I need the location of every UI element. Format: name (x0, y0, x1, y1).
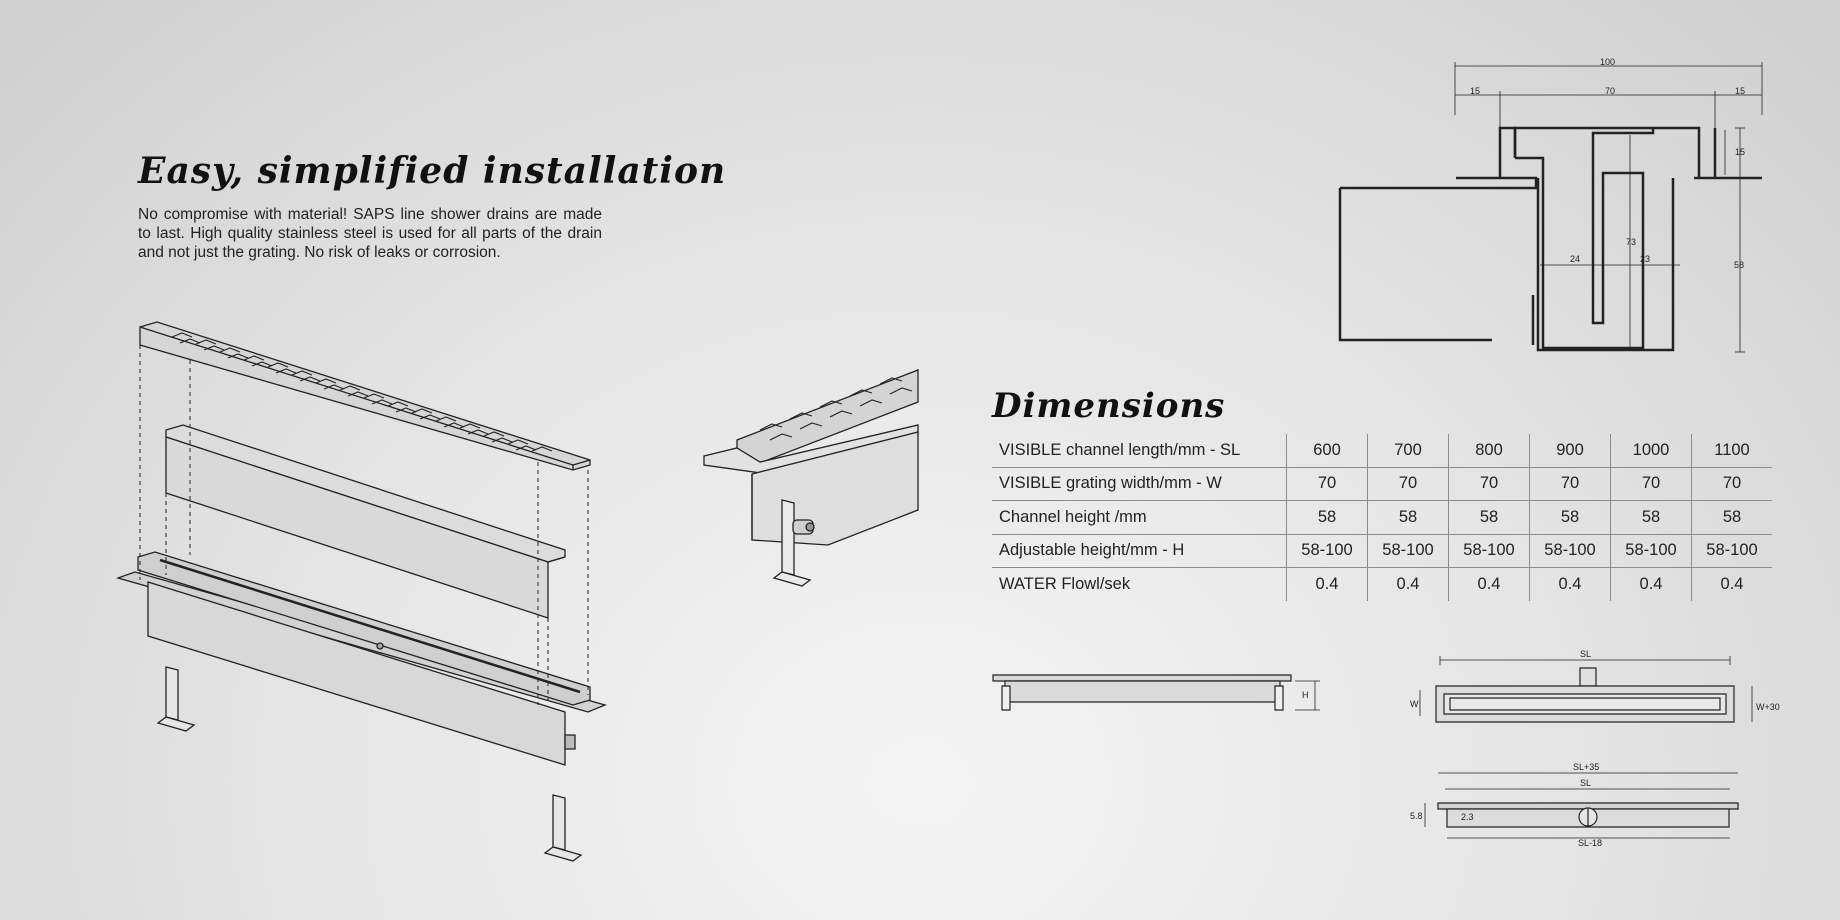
row-label: Adjustable height/mm - H (992, 534, 1287, 568)
table-row: VISIBLE channel length/mm - SL 600 700 8… (992, 434, 1772, 468)
table-cell: 58-100 (1610, 534, 1692, 568)
table-cell: 900 (1529, 434, 1611, 468)
dim-bottom-sl35: SL+35 (1573, 762, 1599, 772)
table-cell: 70 (1691, 467, 1772, 501)
installation-title: Easy, simplified installation (138, 150, 727, 192)
table-row: VISIBLE grating width/mm - W 70 70 70 70… (992, 467, 1772, 501)
table-cell: 58 (1529, 500, 1611, 535)
row-label: VISIBLE channel length/mm - SL (992, 434, 1287, 468)
table-cell: 1100 (1691, 434, 1772, 468)
table-cell: 58-100 (1691, 534, 1772, 568)
mounting-bracket-right (545, 795, 581, 861)
table-cell: 58-100 (1529, 534, 1611, 568)
dim-bottom-23: 2.3 (1461, 812, 1474, 822)
table-cell: 700 (1367, 434, 1449, 468)
row-label: WATER Flowl/sek (999, 574, 1131, 593)
table-row: WATER Flowl/sek 0.4 0.4 0.4 0.4 0.4 0.4 (992, 567, 1772, 601)
table-cell: 0.4 (1610, 567, 1692, 601)
table-cell: 58 (1286, 500, 1368, 535)
dimensions-table: VISIBLE channel length/mm - SL 600 700 8… (992, 434, 1772, 601)
row-label: Channel height /mm (992, 500, 1287, 535)
drain-closeup-illustration (700, 355, 922, 595)
table-cell: 1000 (1610, 434, 1692, 468)
dim-top-w30: W+30 (1756, 702, 1780, 712)
table-cell: 70 (1286, 467, 1368, 501)
dim-total-height: 73 (1626, 237, 1636, 247)
dim-top-sl: SL (1580, 649, 1591, 659)
table-cell: 0.4 (1367, 567, 1449, 601)
dim-left-inner: 24 (1570, 254, 1580, 264)
top-view-drawing: SL W W+30 (1410, 649, 1780, 727)
dim-bottom-58: 5.8 (1410, 811, 1423, 821)
table-cell: 600 (1286, 434, 1368, 468)
installation-description: No compromise with material! SAPS line s… (138, 206, 602, 261)
table-cell: 0.4 (1286, 567, 1368, 601)
table-cell: 70 (1367, 467, 1449, 501)
dim-right-inner: 23 (1640, 254, 1650, 264)
table-cell: 0.4 (1529, 567, 1611, 601)
side-view-drawing: H (990, 668, 1330, 716)
dim-flange-height: 15 (1735, 147, 1745, 157)
table-cell: 0.4 (1691, 567, 1772, 601)
dim-top-w: W (1410, 699, 1419, 709)
table-cell: 58-100 (1367, 534, 1449, 568)
table-cell: 58 (1610, 500, 1692, 535)
table-cell: 58 (1691, 500, 1772, 535)
grating-part (140, 322, 590, 470)
row-label: VISIBLE grating width/mm - W (992, 467, 1287, 501)
table-cell: 58 (1448, 500, 1530, 535)
table-cell: 70 (1529, 467, 1611, 501)
table-cell: 58 (1367, 500, 1449, 535)
dim-bottom-sl: SL (1580, 778, 1591, 788)
exploded-drain-illustration (110, 315, 630, 860)
dim-adjustable-height: H (1302, 690, 1309, 700)
dim-right-flange: 15 (1735, 86, 1745, 96)
cross-section-drawing: 100 15 70 15 15 73 58 24 23 (1338, 57, 1768, 360)
dim-inner-width: 70 (1605, 86, 1615, 96)
assembly-guide-lines (140, 345, 588, 705)
bottom-view-drawing: SL+35 SL SL-18 5.8 2.3 (1410, 762, 1755, 848)
table-cell: 70 (1610, 467, 1692, 501)
insert-plate-part (166, 425, 565, 618)
table-row: Adjustable height/mm - H 58-100 58-100 5… (992, 534, 1772, 568)
table-cell: 70 (1448, 467, 1530, 501)
mounting-bracket-left (158, 667, 194, 731)
dimensions-title: Dimensions (992, 386, 1226, 426)
table-cell: 58-100 (1286, 534, 1368, 568)
dim-total-width: 100 (1600, 57, 1615, 67)
dim-left-flange: 15 (1470, 86, 1480, 96)
table-cell: 800 (1448, 434, 1530, 468)
table-cell: 0.4 (1448, 567, 1530, 601)
table-row: Channel height /mm 58 58 58 58 58 58 (992, 500, 1772, 535)
channel-part (118, 552, 605, 765)
table-cell: 58-100 (1448, 534, 1530, 568)
dim-channel-height: 58 (1734, 260, 1744, 270)
dim-bottom-sl18: SL-18 (1578, 838, 1602, 848)
